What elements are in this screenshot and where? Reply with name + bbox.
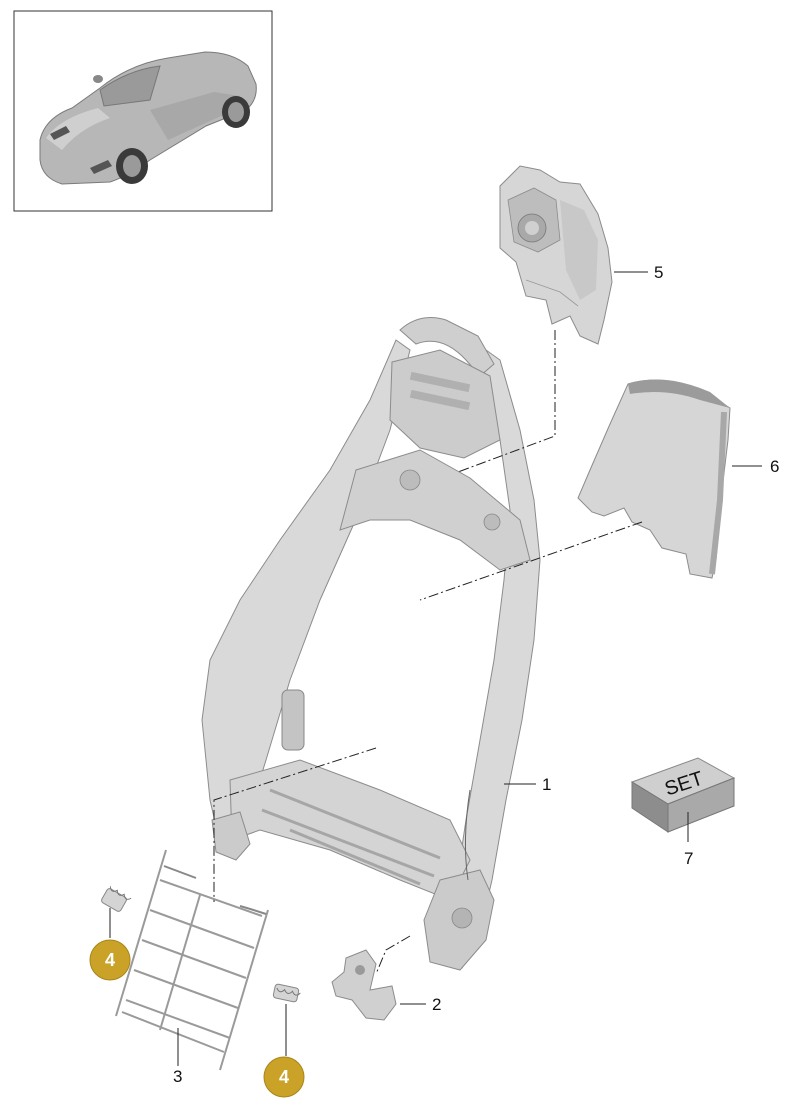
badge-number: 4 <box>105 950 115 970</box>
part-label-5: 5 <box>654 263 663 282</box>
part-label-7: 7 <box>684 849 693 868</box>
part-1-seat-frame <box>201 317 541 971</box>
part-label-6: 6 <box>770 457 779 476</box>
part-label-1: 1 <box>542 775 551 794</box>
part-3-spring-mat <box>115 849 269 1071</box>
part-2-bracket <box>331 949 397 1021</box>
assembly-lines <box>213 330 643 975</box>
part-6-backrest-panel <box>577 379 731 579</box>
leader-lines <box>109 271 762 1066</box>
part-5-backrest-shell <box>499 165 613 345</box>
part-4-spring-right <box>272 983 301 1003</box>
part-badge-4-right[interactable]: 4 <box>263 1056 305 1098</box>
part-7-set-box: SET <box>630 757 736 833</box>
part-label-2: 2 <box>432 995 441 1014</box>
part-4-spring-left <box>101 886 132 912</box>
part-badge-4-left[interactable]: 4 <box>89 939 131 981</box>
vehicle-thumbnail <box>13 10 273 212</box>
car-illustration <box>39 51 257 185</box>
part-label-3: 3 <box>173 1067 182 1086</box>
badge-number: 4 <box>279 1067 289 1087</box>
